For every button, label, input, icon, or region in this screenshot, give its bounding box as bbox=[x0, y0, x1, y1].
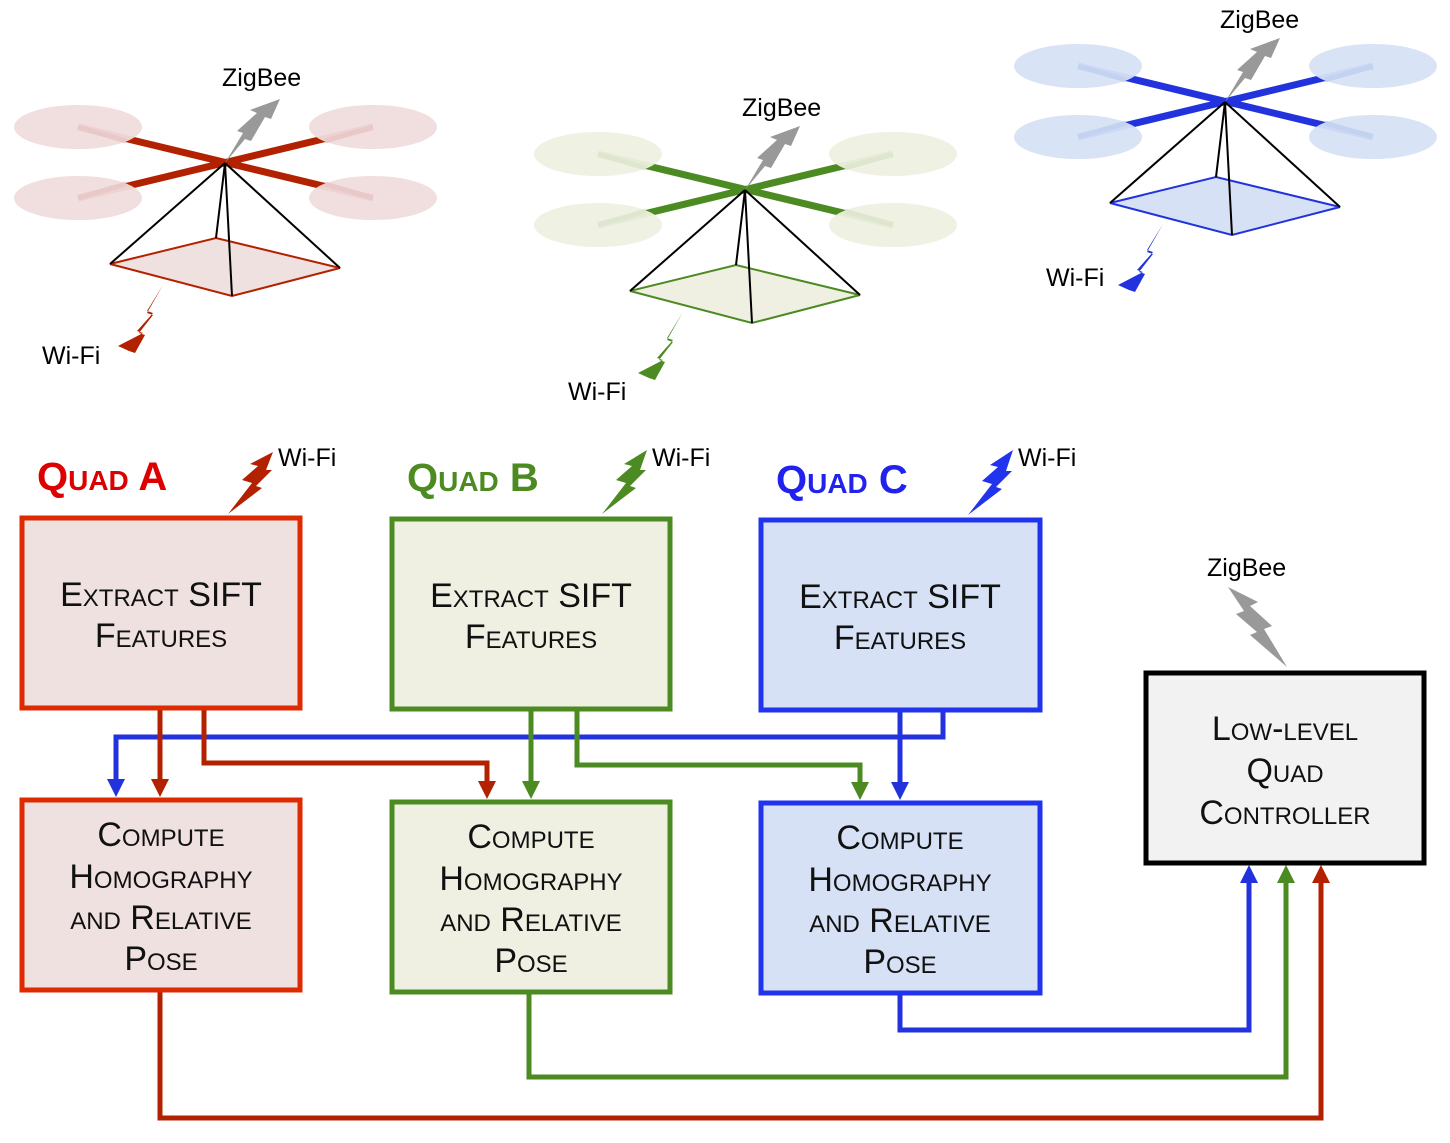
quadrotor-drone bbox=[1014, 38, 1437, 292]
arrowhead bbox=[1312, 865, 1330, 883]
controller-line: Quad bbox=[1246, 752, 1323, 790]
quad-a-title: Quad A bbox=[37, 455, 167, 499]
arrowhead bbox=[891, 782, 909, 800]
drone-arm bbox=[1324, 120, 1374, 140]
quad-a-extract-box bbox=[19, 515, 303, 711]
quad-b-extract-line: Extract SIFT bbox=[430, 577, 632, 615]
drone-arm bbox=[1324, 63, 1374, 83]
quad-a-extract-line: Extract SIFT bbox=[60, 576, 262, 614]
drone-wifi-label: Wi-Fi bbox=[42, 342, 100, 370]
drone-arm bbox=[597, 151, 647, 171]
quad-c-extract-line: Features bbox=[834, 619, 966, 657]
drone-zigbee-label: ZigBee bbox=[742, 94, 821, 122]
wifi-bolt-icon bbox=[118, 285, 163, 353]
quad-c-compute-line: Homography bbox=[808, 861, 991, 899]
drone-strut bbox=[1224, 101, 1341, 208]
quad-a-compute-line: Pose bbox=[124, 940, 197, 978]
arrow-a-pose-to-controller bbox=[157, 880, 1324, 1121]
drone-strut bbox=[109, 162, 226, 265]
drone-wifi-label: Wi-Fi bbox=[568, 378, 626, 406]
arrow-c-pose-to-controller bbox=[897, 880, 1252, 1033]
drone-base bbox=[629, 263, 861, 325]
drone-base bbox=[1109, 175, 1341, 237]
drone-wifi-label: Wi-Fi bbox=[1046, 264, 1104, 292]
arrowhead bbox=[522, 781, 540, 799]
arrowhead bbox=[1277, 865, 1295, 883]
drone-arm bbox=[844, 208, 894, 228]
drone-strut bbox=[629, 189, 746, 292]
drone-zigbee-label: ZigBee bbox=[1220, 6, 1299, 34]
controller-line: Controller bbox=[1199, 794, 1370, 832]
arrow-a-to-b-compute bbox=[201, 709, 490, 784]
controller-box bbox=[1143, 670, 1427, 866]
drone-arm bbox=[1077, 63, 1127, 83]
wifi-bolt-icon bbox=[968, 450, 1013, 515]
quad-a-extract-line: Features bbox=[95, 617, 227, 655]
drone-arm bbox=[77, 124, 127, 144]
drone-strut bbox=[1224, 101, 1233, 236]
zigbee-bolt-icon bbox=[1228, 587, 1287, 667]
quadrotor-drone bbox=[534, 126, 957, 380]
drone-arm bbox=[324, 124, 374, 144]
drone-strut bbox=[224, 162, 233, 297]
quad-b-compute-line: Pose bbox=[494, 942, 567, 980]
wifi-bolt-icon bbox=[228, 452, 273, 514]
quad-c-compute-box bbox=[758, 800, 1043, 996]
quad-c-compute-line: Compute bbox=[836, 819, 963, 857]
quad-c-compute-line: Pose bbox=[863, 943, 936, 981]
quad-c-compute-line: and Relative bbox=[809, 902, 991, 940]
arrow-b-pose-to-controller bbox=[526, 880, 1289, 1080]
quad-a-compute-box bbox=[19, 797, 303, 993]
drone-strut bbox=[735, 189, 746, 266]
drone-strut bbox=[744, 189, 753, 324]
zigbee-bolt-icon bbox=[1225, 38, 1280, 102]
arrowhead bbox=[851, 782, 869, 800]
arrowhead bbox=[478, 781, 496, 799]
drone-strut bbox=[1109, 101, 1226, 204]
arrowhead bbox=[107, 779, 125, 797]
wifi-bolt-icon bbox=[602, 450, 647, 514]
quad-c-extract-box bbox=[758, 517, 1043, 713]
quad-b-compute-box bbox=[389, 799, 673, 995]
quad-a-compute-line: Compute bbox=[97, 816, 224, 854]
arrowheads bbox=[107, 779, 1330, 883]
quad-a-compute-line: Homography bbox=[69, 858, 252, 896]
drone-strut bbox=[744, 189, 861, 296]
drone-strut bbox=[215, 162, 226, 239]
zigbee-bolt-icon bbox=[225, 99, 280, 163]
quad-b-title: Quad B bbox=[407, 456, 539, 500]
controller-line: Low-level bbox=[1212, 710, 1358, 748]
quad-b-extract-line: Features bbox=[465, 618, 597, 656]
quad-c-wifi-label: Wi-Fi bbox=[1018, 444, 1076, 472]
drone-strut bbox=[224, 162, 341, 269]
quad-b-compute-line: Homography bbox=[439, 860, 622, 898]
controller-zigbee-label: ZigBee bbox=[1207, 554, 1286, 582]
drone-strut bbox=[1215, 101, 1226, 178]
arrowhead bbox=[151, 779, 169, 797]
quad-a-compute-line: and Relative bbox=[70, 899, 252, 937]
quad-b-extract-box bbox=[389, 516, 673, 712]
drone-arm bbox=[77, 181, 127, 201]
drone-arm bbox=[1077, 120, 1127, 140]
zigbee-bolt-icon bbox=[745, 126, 800, 190]
wifi-bolt-icon bbox=[638, 312, 683, 380]
quad-c-extract-line: Extract SIFT bbox=[799, 578, 1001, 616]
drone-zigbee-label: ZigBee bbox=[222, 64, 301, 92]
quad-b-wifi-label: Wi-Fi bbox=[652, 444, 710, 472]
wifi-bolt-icon bbox=[1118, 224, 1163, 292]
arrow-b-to-c-compute bbox=[574, 710, 863, 785]
quad-c-title: Quad C bbox=[776, 458, 908, 502]
quad-a-wifi-label: Wi-Fi bbox=[278, 444, 336, 472]
drone-arm bbox=[324, 181, 374, 201]
drone-base bbox=[109, 236, 341, 298]
quadrotor-drone bbox=[14, 99, 437, 353]
drone-arm bbox=[597, 208, 647, 228]
drone-arm bbox=[844, 151, 894, 171]
quad-b-compute-line: and Relative bbox=[440, 901, 622, 939]
quad-b-compute-line: Compute bbox=[467, 818, 594, 856]
arrowhead bbox=[1240, 865, 1258, 883]
